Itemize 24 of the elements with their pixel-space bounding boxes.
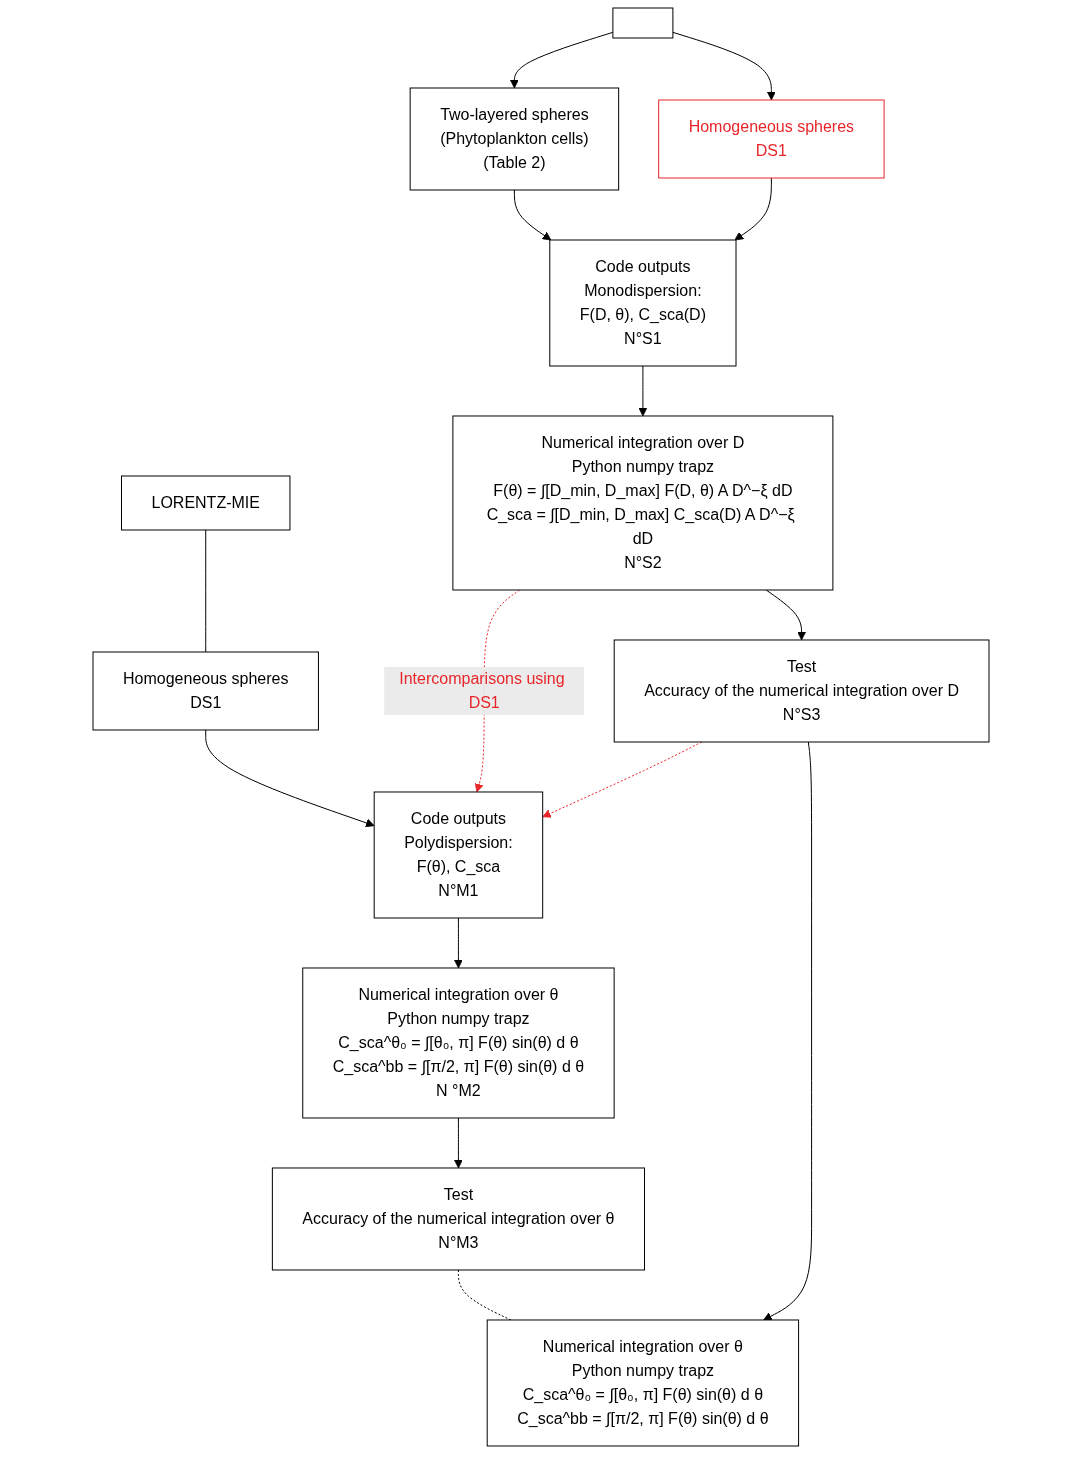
arrow	[762, 741, 812, 1321]
node-box: Homogeneous spheres DS1	[657, 99, 885, 179]
arrow	[638, 365, 647, 417]
node-box: Code outputs Polydispersion: F(θ), C_sca N°M1	[373, 791, 543, 919]
arrow	[453, 917, 463, 969]
edge-label: Intercomparisons using DS1	[398, 669, 565, 711]
node-box: Numerical integration over θ Python numpy trapz C_sca^θ₀ = ∫[θ₀, π] F(θ) sin(θ) d θ C_sca^bb = ∫[π/2, π] F(θ) sin(θ) d θ	[486, 1319, 799, 1447]
arrow	[513, 189, 551, 241]
connector	[204, 529, 206, 653]
node-box: Test Accuracy of the numerical integration over D N°S3	[613, 639, 989, 743]
node-box: Homogeneous spheres DS1	[92, 651, 319, 731]
arrow	[453, 1117, 463, 1169]
arrow	[765, 589, 806, 641]
node-box	[611, 7, 673, 39]
node-box: Numerical integration over D Python numpy trapz F(θ) = ∫[D_min, D_max] F(D, θ) A D^−ξ dD C_sca = ∫[D_min, D_max] C_sca(D) A D^−ξ dD N°S2	[451, 415, 833, 591]
arrow	[509, 31, 613, 89]
node-box: Numerical integration over θ Python numpy trapz C_sca^θ₀ = ∫[θ₀, π] F(θ) sin(θ) d θ C_sca^bb = ∫[π/2, π] F(θ) sin(θ) d θ N °M2	[301, 967, 615, 1119]
arrow	[734, 177, 772, 241]
arrow	[204, 729, 375, 828]
node-box: Two-layered spheres (Phytoplankton cells) (Table 2)	[409, 87, 619, 191]
node-box: Test Accuracy of the numerical integration over θ N°M3	[271, 1167, 645, 1271]
arrow	[671, 31, 776, 101]
node-box: LORENTZ-MIE	[120, 475, 290, 531]
node-box: Code outputs Monodispersion: F(D, θ), C_sca(D) N°S1	[548, 239, 736, 367]
